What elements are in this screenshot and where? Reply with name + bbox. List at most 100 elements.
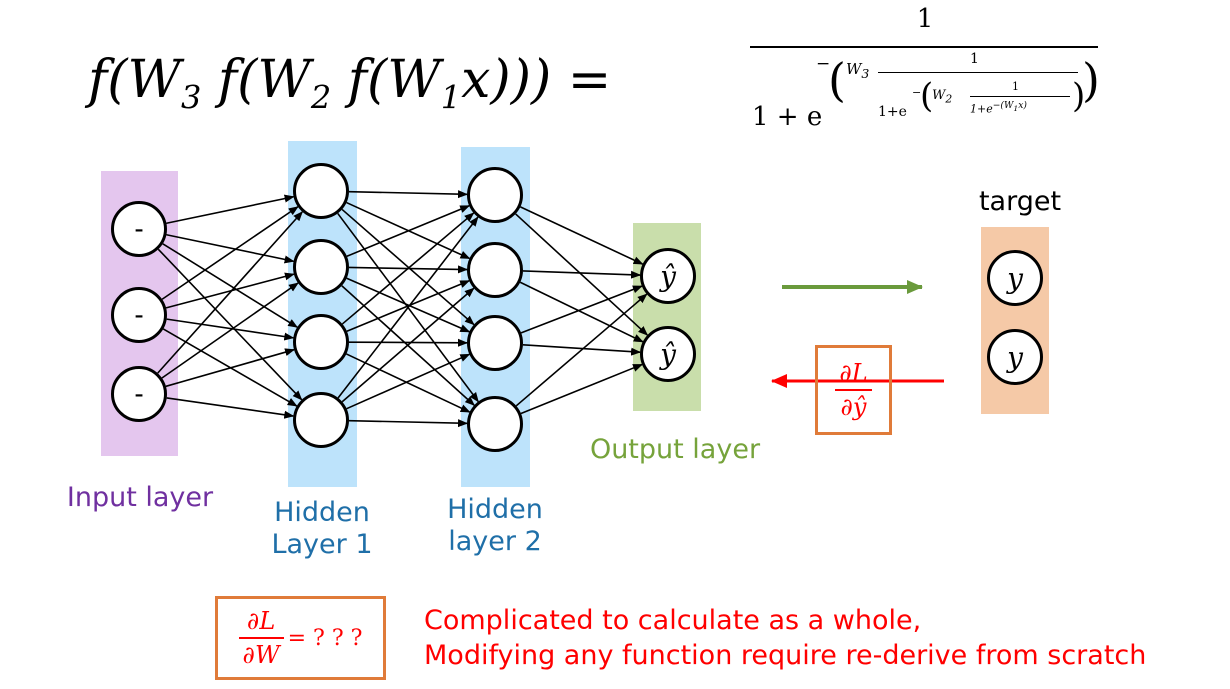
input-layer-label: Input layer: [66, 482, 214, 513]
w2-sub: 2: [945, 92, 953, 106]
connection-edge: [519, 281, 644, 343]
connection-edge: [166, 233, 295, 264]
inner-numerator: 1: [970, 51, 979, 67]
formula-sub: 2: [310, 78, 332, 117]
output-gradient-numerator: ∂L: [839, 359, 868, 387]
hidden2-node: [467, 167, 523, 223]
w3-symbol: W3: [846, 60, 869, 81]
connection-edge: [166, 194, 295, 225]
hidden2-node: [467, 242, 523, 298]
hidden2-node: [467, 315, 523, 371]
hidden1-node: [293, 239, 349, 295]
target-node-symbol: y: [1007, 340, 1023, 374]
innermost-den-base: 1+e: [970, 102, 993, 116]
mid-paren-left: (: [920, 76, 934, 116]
output-gradient-box: ∂L ∂ŷ: [815, 345, 892, 435]
hidden2-node: [467, 396, 523, 452]
output-gradient-denominator: ∂ŷ: [840, 393, 867, 421]
output-layer-label: Output layer: [589, 434, 761, 465]
connection-edge: [161, 282, 299, 379]
weight-gradient-box: ∂L ∂W = ? ? ?: [215, 596, 386, 680]
sigmoid-expansion-formula: 1 1 + e − ( W3 1 1+e − ( W2 1 1+e−(W1x) …: [750, 4, 1100, 134]
output-gradient-fraction: ∂L ∂ŷ: [835, 359, 872, 421]
innermost-exp-sub: 1: [1013, 103, 1019, 113]
connection-edge: [341, 208, 475, 326]
target-node: y: [987, 329, 1043, 385]
input-node-symbol: -: [134, 299, 144, 330]
weight-gradient-numerator: ∂L: [246, 607, 276, 635]
exponent-block: − ( W3 1 1+e − ( W2 1 1+e−(W1x) ) ): [816, 51, 1100, 126]
note-line-1: Complicated to calculate as a whole,: [424, 605, 922, 636]
output-node: ŷ: [640, 326, 696, 382]
innermost-exp-head: −(W: [992, 100, 1014, 111]
connection-edge: [157, 248, 303, 401]
composite-function-formula: f(W3 f(W2 f(W1x))) =: [88, 48, 611, 129]
minus-sign: −: [816, 54, 831, 74]
weight-gradient-fraction: ∂L ∂W: [238, 607, 284, 669]
outer-denominator-base: 1 + e: [752, 102, 823, 132]
innermost-exp: −(W1x): [992, 100, 1027, 113]
connection-edge: [337, 216, 479, 399]
connection-edge: [166, 397, 295, 419]
connection-edge: [346, 279, 471, 333]
connection-edge: [522, 270, 642, 279]
outer-fraction-bar: [750, 46, 1098, 48]
input-node: -: [111, 366, 167, 422]
connection-edge: [348, 338, 469, 347]
connection-edge: [348, 190, 469, 199]
hidden1-label-line2: Layer 1: [271, 529, 373, 560]
w2-symbol: W2: [932, 88, 952, 106]
w3-sub: 3: [861, 66, 870, 81]
input-node: -: [111, 201, 167, 257]
connection-edge: [520, 363, 643, 415]
w3-letter: W: [846, 60, 862, 78]
output-node: ŷ: [640, 248, 696, 304]
output-node-symbol: ŷ: [660, 259, 676, 293]
connection-edge: [345, 353, 471, 413]
formula-part: x))) =: [461, 50, 612, 110]
connection-edge: [346, 277, 471, 333]
connection-edge: [346, 353, 471, 410]
output-node-symbol: ŷ: [660, 337, 676, 371]
target-node: y: [987, 250, 1043, 306]
formula-sub: 3: [180, 78, 202, 117]
connection-edge: [515, 213, 649, 336]
innermost-denominator: 1+e−(W1x): [970, 100, 1027, 116]
target-node-symbol: y: [1007, 261, 1023, 295]
hidden-layer-2-label: Hidden layer 2: [395, 494, 595, 558]
innermost-fraction-bar: [970, 96, 1070, 97]
edge-group: [157, 190, 649, 428]
input-node: -: [111, 287, 167, 343]
connection-edge: [161, 206, 299, 300]
hidden1-node: [293, 392, 349, 448]
hidden1-node: [293, 314, 349, 370]
weight-gradient-bar: [238, 637, 284, 639]
connection-edge: [165, 272, 295, 309]
formula-sub: 1: [440, 78, 462, 117]
big-paren-right: ): [1082, 53, 1100, 107]
w2-letter: W: [932, 88, 946, 103]
connection-edge: [157, 211, 303, 374]
connection-edge: [162, 243, 299, 328]
connection-edge: [166, 318, 295, 341]
output-gradient-bar: [835, 389, 872, 391]
inner-denominator-base: 1+e: [878, 104, 907, 120]
note-line-2: Modifying any function require re-derive…: [424, 640, 1147, 671]
hidden1-label-line1: Hidden: [274, 497, 370, 528]
inner-minus: −: [912, 86, 922, 99]
connection-edge: [165, 348, 296, 388]
hidden2-label-line2: layer 2: [448, 526, 542, 557]
outer-numerator: 1: [916, 4, 934, 34]
hidden2-label-line1: Hidden: [447, 494, 543, 525]
weight-gradient-unknown: = ? ? ?: [287, 625, 363, 651]
connection-edge: [515, 293, 648, 407]
weight-gradient-denominator: ∂W: [242, 641, 280, 669]
connection-edge: [341, 287, 475, 403]
target-label: target: [978, 186, 1062, 217]
input-node-symbol: -: [134, 378, 144, 409]
connection-edge: [520, 285, 643, 334]
connection-edge: [522, 343, 642, 356]
formula-part: f(W: [201, 50, 311, 110]
innermost-exp-tail: x): [1018, 100, 1027, 111]
